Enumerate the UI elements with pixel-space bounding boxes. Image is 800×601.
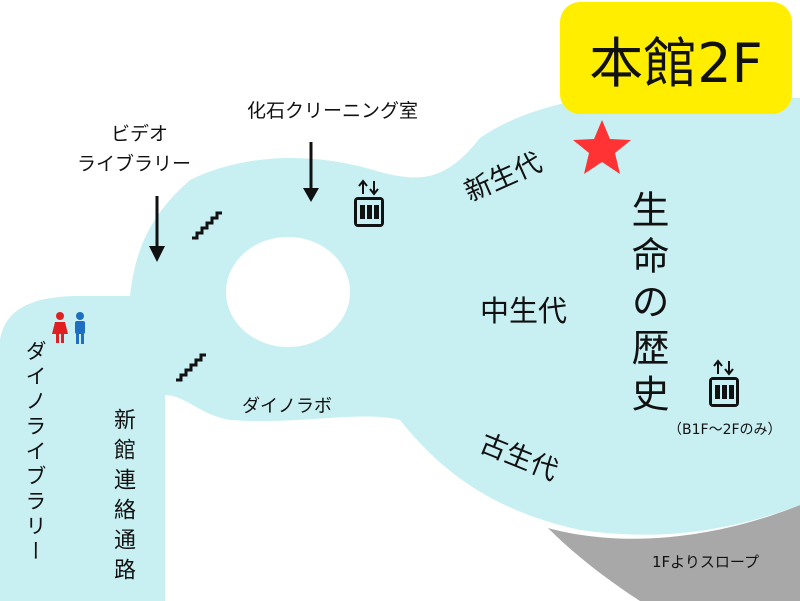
video-library-label-line1: ビデオ bbox=[111, 123, 169, 145]
arrow-down-icon bbox=[303, 142, 319, 202]
new-building-passage-label: 新館連絡通路 bbox=[110, 408, 135, 588]
slope-area bbox=[548, 505, 800, 601]
fossil-cleaning-room-label: 化石クリーニング室 bbox=[247, 100, 419, 122]
restroom-icon bbox=[52, 312, 85, 344]
elevator-note-label: （B1F〜2Fのみ） bbox=[668, 422, 782, 438]
dino-library-label: ダイノライブラリー bbox=[23, 340, 47, 565]
stairs-icon bbox=[176, 353, 206, 382]
stairs-icon bbox=[192, 211, 222, 240]
arrow-down-icon bbox=[149, 196, 165, 262]
slope-label: 1Fよりスロープ bbox=[652, 553, 759, 571]
exhibit-title-label: 生命の歴史 bbox=[625, 190, 669, 420]
star-marker-icon bbox=[573, 120, 631, 174]
floor-label: 本館2F bbox=[589, 31, 763, 95]
era-mesozoic-label: 中生代 bbox=[480, 294, 568, 328]
elevator-icon bbox=[354, 179, 384, 227]
video-library-label-line2: ライブラリー bbox=[77, 153, 192, 175]
dino-lab-label: ダイノラボ bbox=[242, 396, 332, 417]
floor-area bbox=[0, 91, 800, 601]
elevator-icon bbox=[709, 359, 739, 407]
atrium-void bbox=[226, 237, 350, 347]
floor-badge: 本館2F bbox=[560, 2, 792, 114]
